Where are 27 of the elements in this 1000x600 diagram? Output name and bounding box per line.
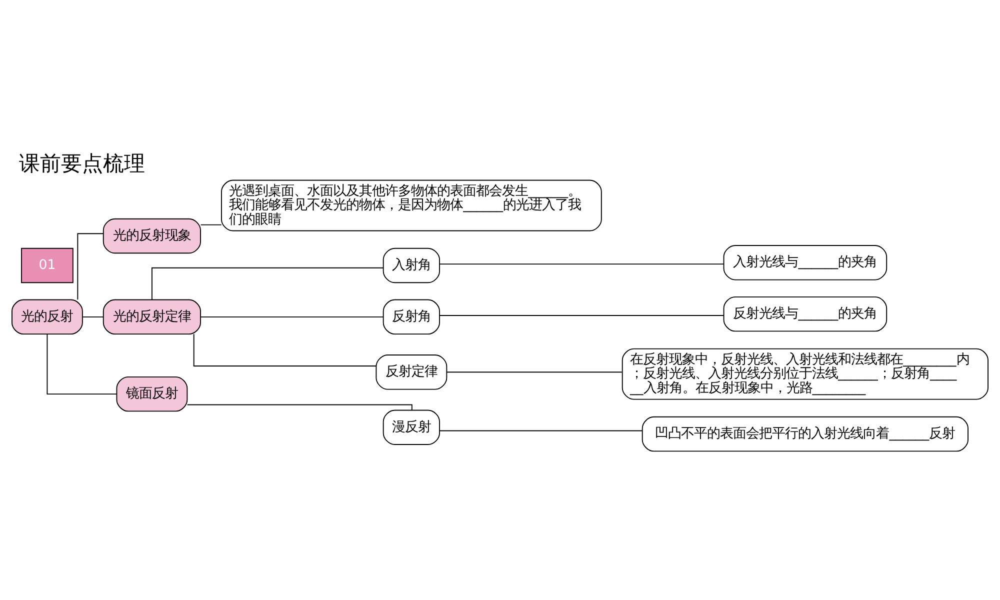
node-box: 反射角 [382, 298, 440, 334]
node-box: 光的反射现象 [102, 218, 201, 254]
connector [446, 371, 622, 372]
node-box: 光的反射定律 [102, 298, 201, 334]
node-box: 反射定律 [376, 354, 448, 390]
connector [82, 316, 104, 317]
connector [439, 263, 724, 264]
connector [439, 314, 724, 316]
node-box: 入射光线与______的夹角 [723, 244, 888, 280]
connector [186, 404, 412, 410]
connector [151, 266, 384, 300]
node-box: 光的反射 [12, 298, 83, 334]
connector [200, 224, 222, 225]
connector [46, 333, 117, 394]
diagram-title: 课前要点梳理 [18, 150, 145, 175]
node-box: 在反射现象中，反射光线、入射光线和法线都在________内；反射光线、入射光线分别位于法线______；反射角______入射角。在反射现象中，光路________ [622, 348, 988, 400]
node-box: 反射光线与______的夹角 [723, 296, 888, 332]
node-box: 镜面反射 [116, 376, 188, 412]
connector [439, 430, 643, 431]
connector [193, 333, 376, 366]
node-box: 漫反射 [382, 409, 440, 444]
node-box: 凹凸不平的表面会把平行的入射光线向着______反射 [642, 416, 968, 452]
connector [77, 232, 104, 300]
node-box: 光遇到桌面、水面以及其他许多物体的表面都会发生______。我们能够看见不发光的物体，是因为物体______的光进入了我们的眼睛 [221, 179, 602, 231]
connector [200, 316, 384, 317]
label: 01 [38, 258, 56, 273]
node-box: 入射角 [382, 247, 440, 283]
